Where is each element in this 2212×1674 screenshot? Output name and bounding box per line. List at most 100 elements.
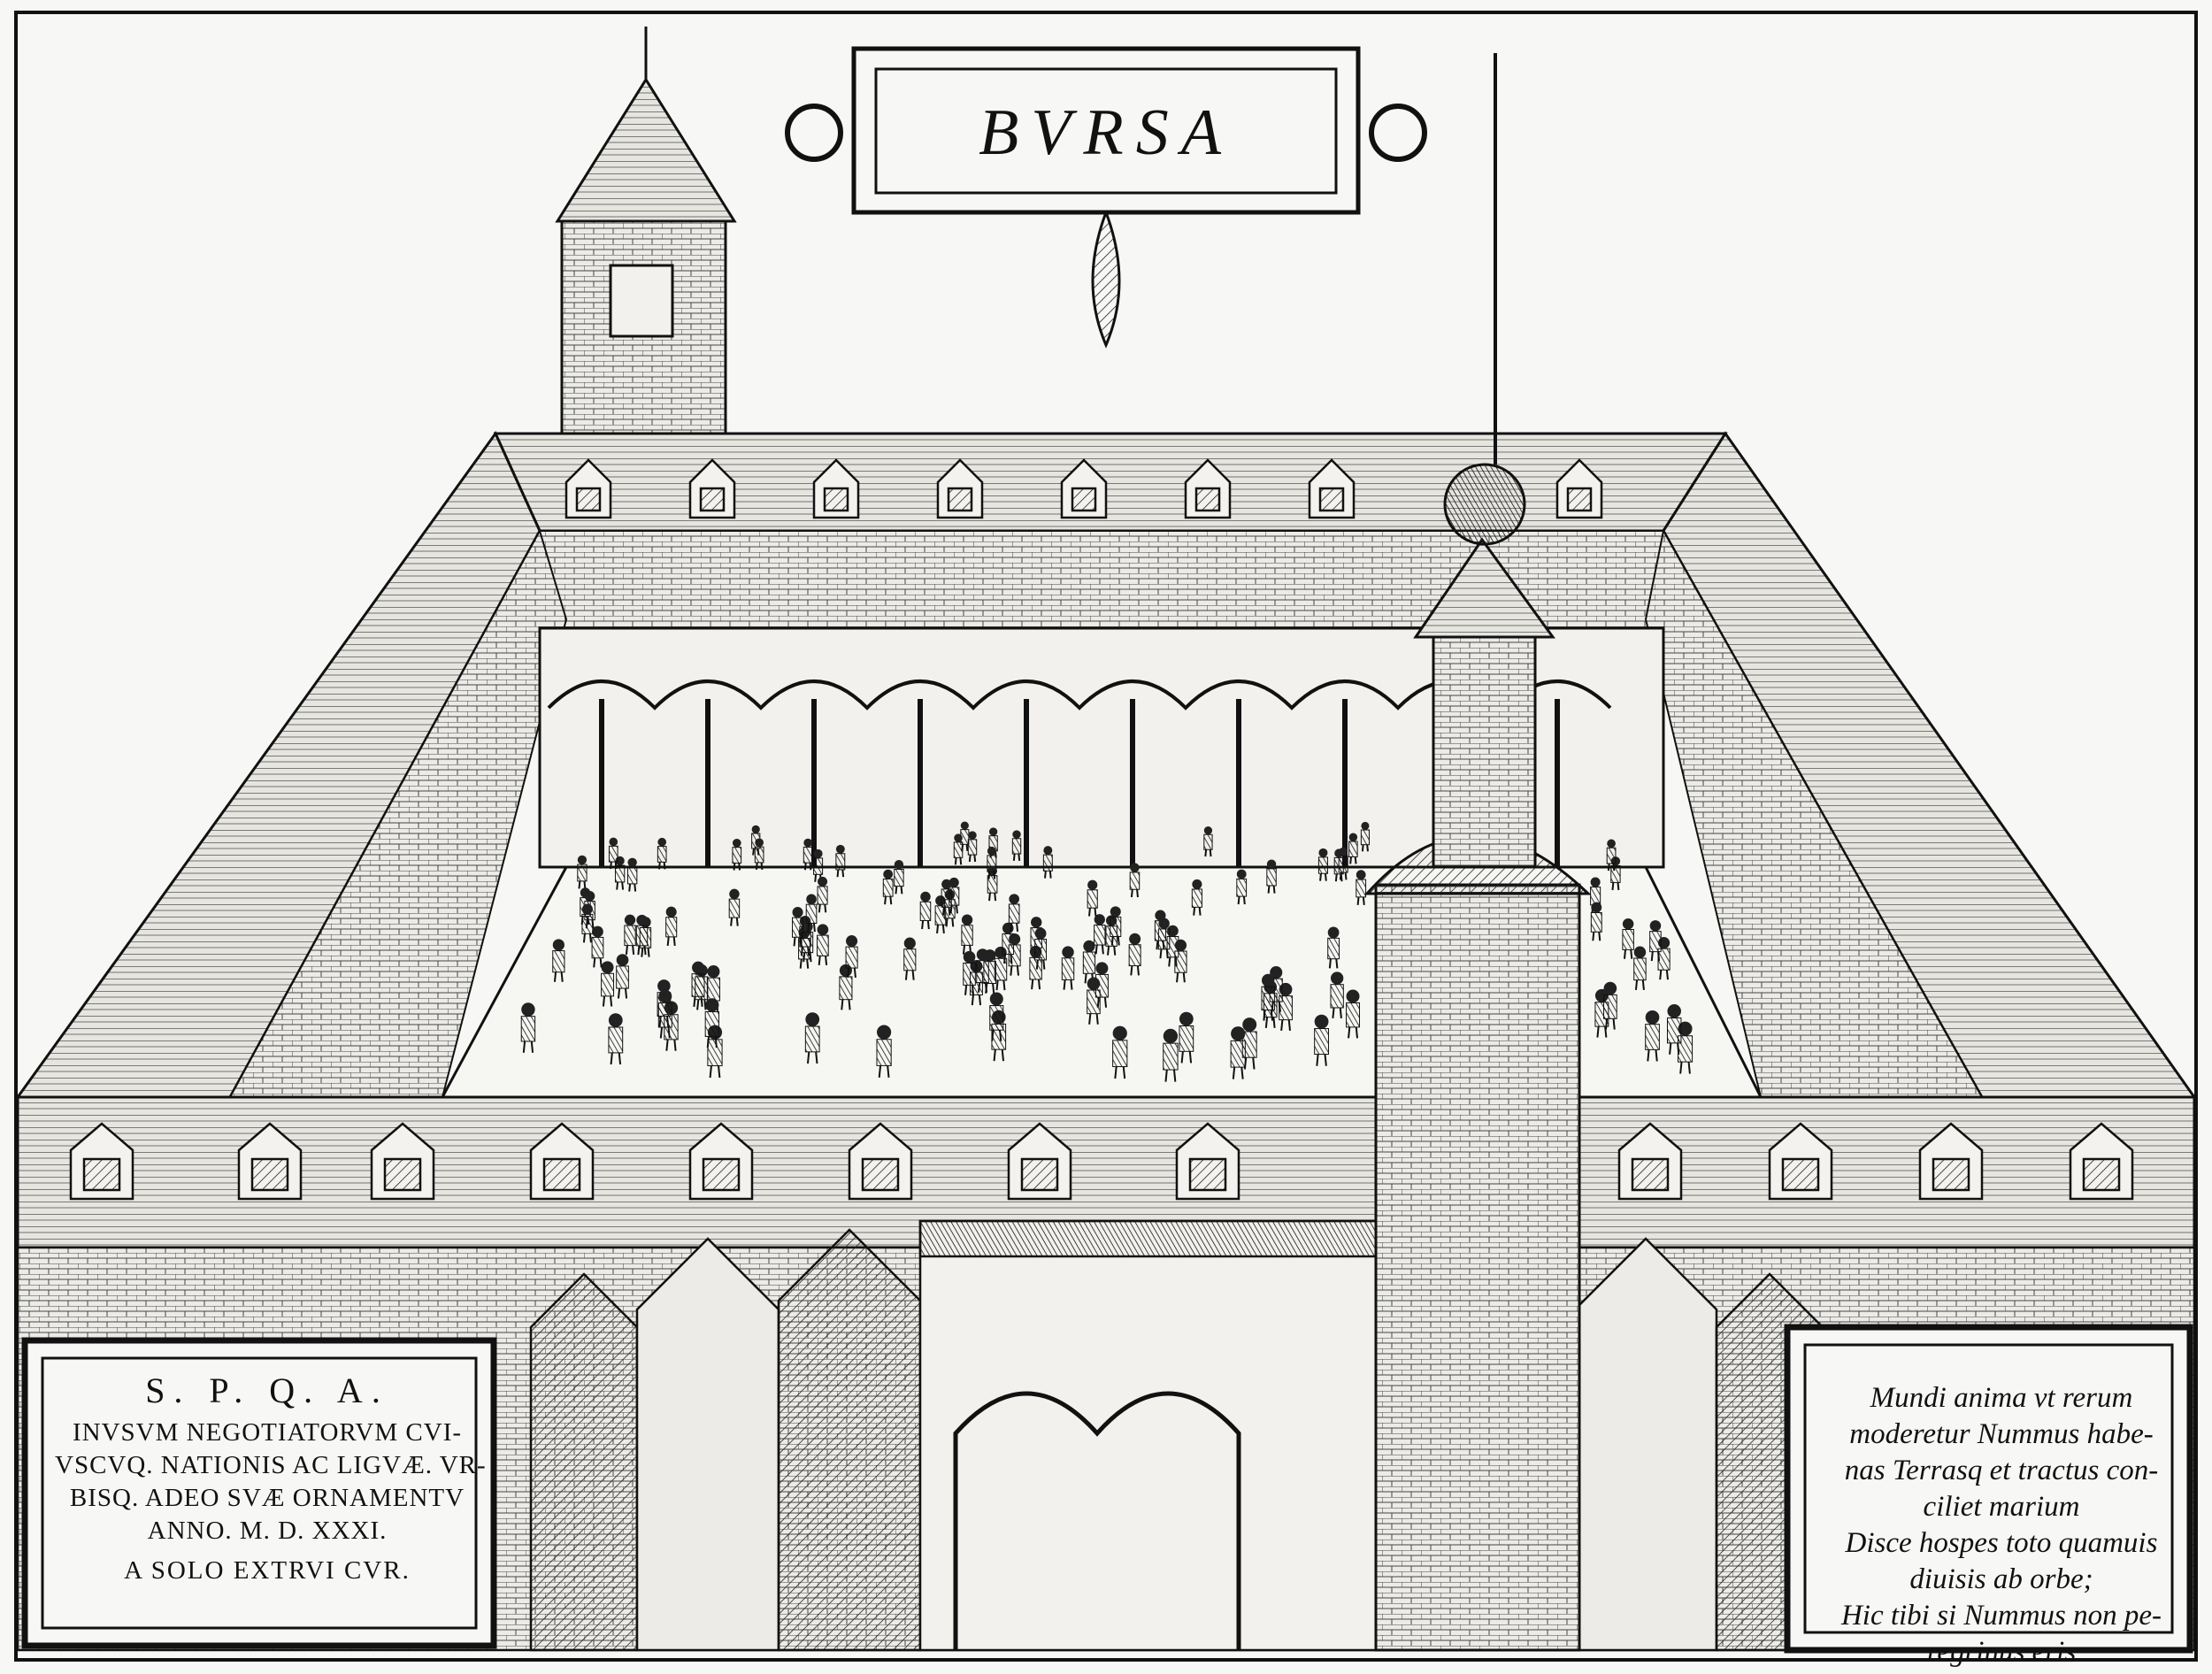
dormer [1768,1122,1833,1201]
dormer [1007,1122,1072,1201]
dormer [848,1122,913,1201]
figure [581,903,594,943]
figure [792,907,804,947]
figure [1261,973,1275,1021]
figure [1236,869,1248,905]
dormer [1175,1122,1240,1201]
frame-border [14,11,2198,1662]
figure [1606,839,1617,872]
dormer [1308,458,1356,519]
figure [616,954,629,999]
figure [882,869,894,905]
figure [1590,902,1602,941]
banner-title: BVRSA [979,96,1233,169]
plaque-right-line: nas Terrasq et tractus con- [1844,1455,2159,1486]
figure [804,1012,820,1064]
figure [961,914,973,955]
figure [903,937,917,980]
figure [577,855,588,889]
right-wing [1644,431,2197,1099]
figure [608,837,618,870]
dormer [1555,458,1603,519]
figure [1649,920,1662,962]
plaque-left-line: INVSVM NEGOTIATORVM CVI- [72,1418,463,1447]
plaque-right-line: Disce hospes toto quamuis [1845,1527,2158,1559]
figure [1314,1014,1329,1066]
figure [989,992,1004,1041]
figure [552,939,565,982]
figure [1230,1026,1246,1079]
figure [1622,918,1634,959]
figure [949,877,960,914]
right-tower [1363,53,1592,1652]
figure [803,838,813,871]
dormer [69,1122,134,1201]
dormer [237,1122,303,1201]
dormers [69,1122,2134,1201]
figure [1360,821,1370,852]
figure [601,961,615,1007]
figure [1157,918,1171,959]
plaque-right-line: diuisis ab orbe; [1909,1563,2093,1595]
plaque-left-line: VSCVQ. NATIONIS AC LIGVÆ. VR- [55,1451,487,1479]
figure [657,989,672,1039]
figure [876,1025,892,1078]
figure [987,846,997,879]
figure [520,1002,536,1053]
figure [728,888,741,926]
figure [953,833,964,865]
plaque-right [1784,1324,2193,1654]
dormer [812,458,860,519]
figure [1129,863,1141,898]
plaque-right-line: Mundi anima vt rerum [1870,1382,2133,1414]
figure [1011,830,1022,861]
dormer [1060,458,1108,519]
dormer [1918,1122,1984,1201]
banner-cartouche [785,46,1427,349]
figure [1110,906,1122,946]
figure [591,925,604,968]
figure [1034,927,1047,970]
figure [1346,989,1361,1039]
figure [1174,939,1187,983]
figure [624,914,636,955]
figure [1191,879,1202,916]
figure [805,894,818,933]
figure [835,844,846,878]
figure [1082,940,1096,984]
left-wing [15,431,568,1099]
figure [817,876,828,913]
figure [1203,825,1213,857]
plaque-left-line: ANNO. M. D. XXXI. [147,1517,388,1545]
plaque-right-line: Hic tibi si Nummus non pe- [1840,1600,2162,1632]
figure [657,837,667,870]
figure [1128,933,1141,976]
figure [894,860,904,895]
figure [1061,946,1075,990]
figure [704,998,719,1048]
dormer [2069,1122,2134,1201]
figure [963,950,976,995]
figure [754,838,764,871]
dormer [370,1122,435,1201]
plaque-right-line: regrinus eris [1926,1636,2077,1668]
figure [1163,1028,1179,1082]
figure [732,838,742,871]
dormer [688,458,736,519]
figure [1042,846,1053,879]
figure [1348,833,1358,864]
figure [1087,879,1098,917]
figure [1094,914,1106,955]
plaque-left-last-line: A SOLO EXTRVI CVR. [124,1556,411,1585]
back-wing [493,432,1728,629]
figure [967,831,978,863]
figure [1603,981,1617,1030]
figure [635,914,649,956]
figure [1008,933,1021,976]
dormer [936,458,984,519]
figure [1241,1017,1257,1070]
dormer [1617,1122,1683,1201]
plaque-left-text: S. P. Q. A. INVSVM NEGOTIATORVM CVI- VSC… [55,1370,487,1586]
figure [1317,848,1328,881]
